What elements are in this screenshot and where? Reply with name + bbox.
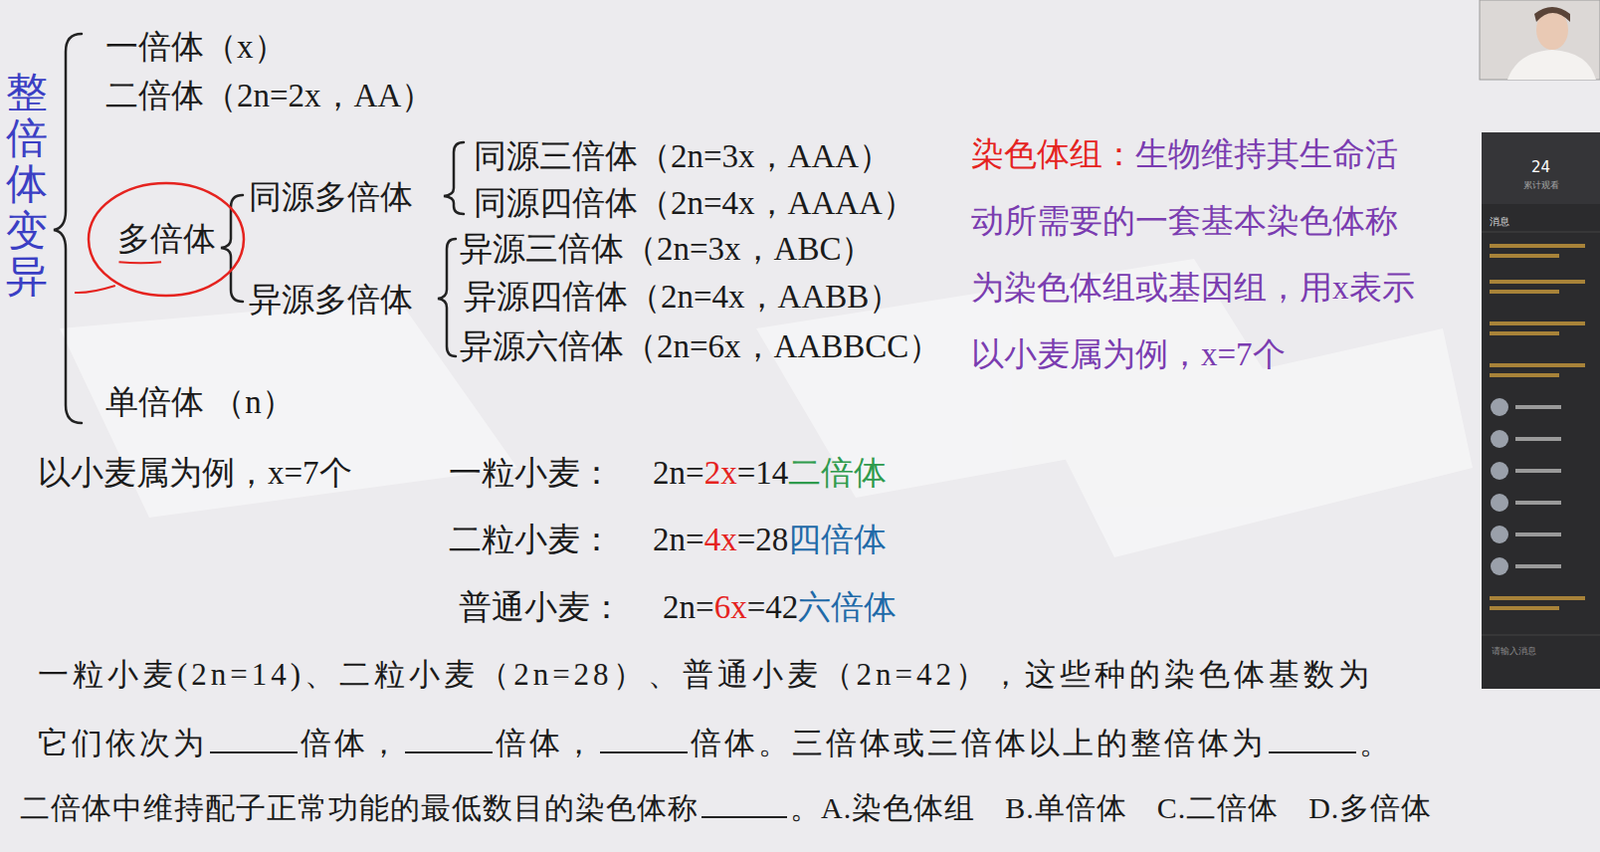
example-text: =42 bbox=[747, 588, 800, 628]
question-text: C.二倍体 bbox=[1157, 790, 1280, 826]
answer-blank bbox=[209, 723, 298, 754]
spacer bbox=[615, 520, 650, 551]
node-text: 多倍体 bbox=[117, 219, 216, 260]
spacer bbox=[615, 453, 650, 484]
question-text: B.单倍体 bbox=[1004, 790, 1128, 826]
definition-text: 以小麦属为例，x=7个 bbox=[971, 335, 1286, 376]
example-text: 2n= bbox=[652, 453, 705, 494]
tree-label: 单倍体 （n） bbox=[105, 383, 295, 423]
question-text: 倍体， bbox=[495, 724, 598, 762]
spacer bbox=[978, 791, 1002, 818]
panel-text: 累计观看 bbox=[1523, 180, 1560, 192]
example-text: 4x bbox=[704, 520, 738, 561]
answer-blank bbox=[600, 723, 688, 754]
chat-panel: 24 累计观看消息请输入消息 bbox=[1481, 132, 1600, 689]
tree-label: 同源四倍体（2n=4x，AAAA） bbox=[473, 184, 916, 224]
tree-label: 同源多倍体 bbox=[248, 178, 413, 218]
question-text: 二倍体中维持配子正常功能的最低数目的染色体称 bbox=[19, 790, 699, 826]
example-text: 以小麦属为例，x=7个 bbox=[37, 453, 353, 494]
tree-label: 异源三倍体（2n=3x，ABC） bbox=[459, 229, 874, 270]
webcam-thumbnail bbox=[1479, 0, 1600, 80]
definition-text: 生物维持其生命活 bbox=[1135, 135, 1399, 176]
question-text: 。 bbox=[1359, 724, 1394, 762]
curly-brace bbox=[53, 33, 464, 423]
text-row: 二粒小麦： 2n=4x=28四倍体 bbox=[448, 520, 887, 561]
vertical-title: 整倍体变异 bbox=[5, 69, 48, 300]
question-text: 一粒小麦(2n=14)、二粒小麦（2n=28）、普通小麦（2n=42），这些种的… bbox=[37, 655, 1374, 693]
example-text: 普通小麦： bbox=[458, 588, 623, 628]
example-text: 四倍体 bbox=[788, 520, 887, 561]
answer-blank bbox=[404, 723, 493, 754]
example-text: 6x bbox=[714, 588, 748, 628]
chat-messages bbox=[1481, 132, 1600, 689]
tree-label: 异源四倍体（2n=4x，AABB） bbox=[463, 277, 902, 318]
text-row: 染色体组：生物维持其生命活 bbox=[971, 135, 1399, 176]
example-text: 2n= bbox=[652, 520, 705, 561]
question-text: 倍体， bbox=[300, 724, 402, 762]
question-text: 它们依次为 bbox=[37, 724, 207, 762]
question-text: 。A.染色体组 bbox=[790, 790, 976, 826]
panel-text: 请输入消息 bbox=[1491, 645, 1537, 657]
text-row: 它们依次为 倍体， 倍体， 倍体。三倍体或三倍体以上的整倍体为 。 bbox=[37, 723, 1394, 762]
example-text: 一粒小麦： bbox=[448, 453, 613, 494]
example-text: =14 bbox=[737, 453, 790, 494]
watermark bbox=[59, 258, 1473, 558]
tree-label: 异源多倍体 bbox=[248, 280, 413, 321]
text-row: 一粒小麦： 2n=2x=14二倍体 bbox=[448, 453, 887, 494]
spacer bbox=[1130, 791, 1155, 818]
question-text: D.多倍体 bbox=[1308, 790, 1432, 826]
text-row: 普通小麦： 2n=6x=42六倍体 bbox=[458, 588, 897, 628]
answer-blank bbox=[1268, 723, 1357, 754]
spacer bbox=[625, 588, 660, 618]
example-text: 2n= bbox=[662, 588, 715, 628]
definition-text: 染色体组： bbox=[971, 135, 1136, 176]
tree-label: 二倍体（2n=2x，AA） bbox=[105, 76, 434, 117]
example-text: 二倍体 bbox=[788, 453, 887, 494]
spacer bbox=[1281, 791, 1306, 818]
answer-blank bbox=[701, 789, 788, 818]
tree-label: 同源三倍体（2n=3x，AAA） bbox=[473, 137, 892, 178]
tree-label: 一倍体（x） bbox=[105, 27, 287, 68]
text-row: 二倍体中维持配子正常功能的最低数目的染色体称 。A.染色体组 B.单倍体 C.二倍体 D… bbox=[19, 789, 1432, 826]
circled-term: 多倍体 bbox=[86, 181, 246, 298]
definition-text: 动所需要的一套基本染色体称 bbox=[971, 201, 1399, 242]
example-text: =28 bbox=[737, 520, 790, 561]
panel-text: 24 bbox=[1531, 158, 1551, 177]
definition-text: 为染色体组或基因组，用x表示 bbox=[971, 268, 1415, 309]
example-text: 二粒小麦： bbox=[448, 520, 613, 561]
example-text: 2x bbox=[704, 453, 738, 494]
panel-text: 消息 bbox=[1489, 215, 1510, 228]
example-text: 六倍体 bbox=[798, 588, 897, 628]
tree-label: 异源六倍体（2n=6x，AABBCC） bbox=[459, 327, 942, 368]
question-text: 倍体。三倍体或三倍体以上的整倍体为 bbox=[690, 724, 1266, 762]
